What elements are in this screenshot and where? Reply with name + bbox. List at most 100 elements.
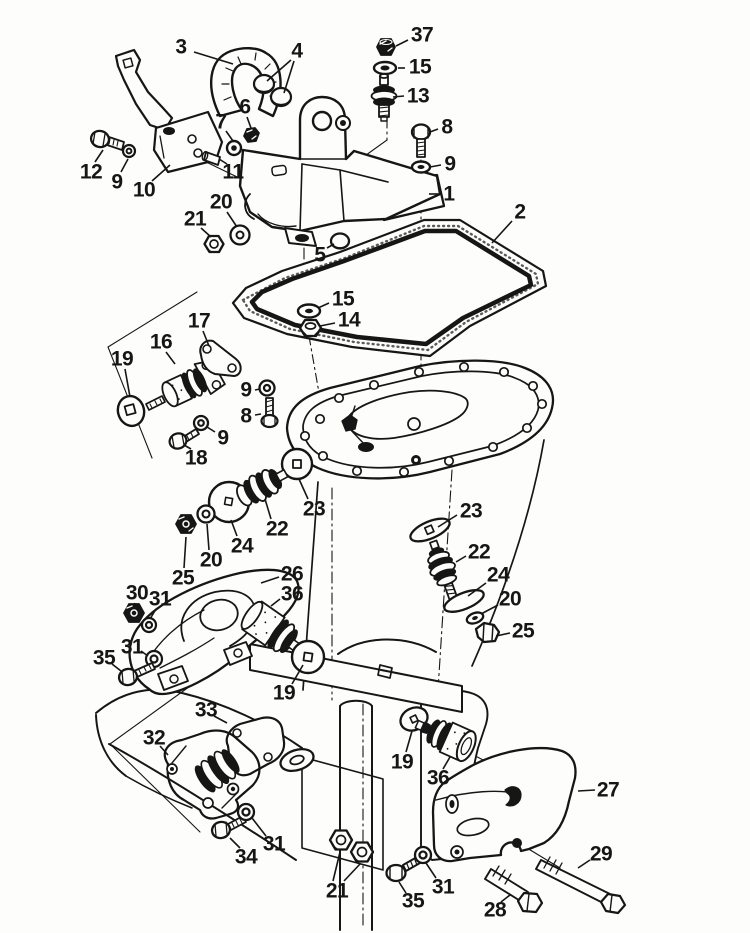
- part-17-gasket: [199, 339, 242, 377]
- part-6-nut: [243, 127, 260, 143]
- part-20-washer-top: [229, 224, 251, 246]
- callout-leader-2: [491, 220, 513, 244]
- callout-18: 18: [185, 447, 208, 470]
- callout-leader-31: [149, 608, 157, 620]
- part-25-nut-left: [175, 514, 197, 534]
- callout-leader-21: [332, 851, 341, 882]
- part-31-washer-right: [413, 845, 433, 865]
- callout-leader-9: [254, 388, 261, 391]
- callout-leader-25: [495, 632, 511, 637]
- callout-leader-19: [124, 368, 131, 398]
- part-23-washer-left: [280, 447, 314, 481]
- part-35-bolt-right: [385, 856, 421, 883]
- callout-1: 1: [443, 183, 455, 206]
- callout-13: 13: [407, 85, 429, 108]
- callout-31: 31: [263, 833, 286, 856]
- part-28-bolt: [484, 865, 544, 914]
- callout-36: 36: [427, 767, 449, 790]
- callout-leader-4: [283, 60, 295, 94]
- callout-35: 35: [402, 890, 425, 913]
- callout-leader-9: [206, 426, 216, 433]
- part-26-mount-bracket: [128, 568, 300, 696]
- callout-leader-31: [140, 650, 149, 657]
- callout-leader-13: [392, 95, 405, 98]
- callout-31: 31: [149, 588, 172, 611]
- callout-37: 37: [411, 24, 433, 47]
- callout-2: 2: [514, 201, 525, 224]
- callout-16: 16: [150, 331, 172, 354]
- callout-9: 9: [111, 171, 122, 194]
- part-31-washer-a: [140, 616, 158, 634]
- callout-leader-26: [260, 576, 280, 584]
- part-35-bolt-left: [117, 662, 156, 687]
- part-5-bushing: [329, 232, 351, 250]
- callout-34: 34: [235, 846, 258, 869]
- callout-3: 3: [175, 36, 186, 59]
- callout-6: 6: [239, 96, 250, 119]
- callout-leader-22: [264, 498, 272, 520]
- part-2-gasket: [231, 218, 548, 358]
- callout-leader-30: [132, 602, 136, 610]
- callout-leader-17: [202, 330, 210, 347]
- callout-leader-31: [251, 817, 267, 837]
- callout-leader-32: [159, 745, 169, 756]
- part-20-washer-left: [196, 504, 216, 524]
- part-4-bushings: [252, 73, 293, 108]
- callout-19: 19: [111, 348, 133, 371]
- callout-26: 26: [281, 563, 303, 586]
- part-36-mount-right: [414, 719, 477, 763]
- callout-leader-35: [111, 663, 122, 672]
- callout-leader-8: [254, 413, 262, 416]
- callout-leader-7: [225, 130, 234, 142]
- callout-17: 17: [188, 310, 210, 333]
- part-21-nuts: [328, 829, 375, 863]
- callout-leader-28: [500, 894, 511, 903]
- callout-24: 24: [231, 535, 254, 558]
- callout-leader-22: [455, 555, 467, 563]
- callout-leader-23: [437, 514, 458, 528]
- callout-21: 21: [184, 208, 207, 231]
- callout-11: 11: [222, 161, 244, 184]
- callout-leader-23: [298, 478, 309, 500]
- part-32-clamp-mount: [163, 729, 261, 820]
- callout-8: 8: [240, 405, 252, 428]
- callout-27: 27: [597, 779, 619, 802]
- callout-30: 30: [126, 582, 148, 605]
- callout-9: 9: [217, 427, 228, 450]
- callout-leader-33: [213, 715, 228, 724]
- callout-24: 24: [487, 564, 510, 587]
- callout-23: 23: [303, 498, 325, 521]
- callout-leader-36: [270, 598, 281, 607]
- callout-leader-9: [120, 158, 129, 173]
- callout-leader-20: [480, 604, 499, 615]
- part-37-nut: [376, 38, 396, 56]
- callout-leader-24: [230, 519, 238, 537]
- part-33-gasket: [225, 716, 286, 777]
- callout-leader-35: [398, 881, 407, 894]
- part-21-nut-top: [203, 234, 225, 254]
- part-27-cover: [431, 747, 577, 863]
- callout-33: 33: [195, 699, 217, 722]
- callout-23: 23: [460, 500, 482, 523]
- callout-22: 22: [468, 541, 490, 564]
- callout-9: 9: [240, 379, 251, 402]
- callout-15: 15: [332, 288, 355, 311]
- callout-leader-15: [317, 302, 330, 309]
- callout-leader-9: [429, 164, 442, 168]
- callout-20: 20: [210, 191, 232, 214]
- callout-leader-16: [165, 351, 176, 365]
- part-9-washer-top: [410, 160, 432, 174]
- part-30-nut: [123, 603, 145, 623]
- callout-21: 21: [326, 880, 349, 903]
- part-15-washer-top: [372, 60, 398, 76]
- callout-31: 31: [432, 876, 455, 899]
- callout-19: 19: [273, 682, 295, 705]
- callout-leader-29: [577, 859, 591, 869]
- callout-9: 9: [444, 153, 455, 176]
- callout-7: 7: [215, 111, 226, 134]
- callout-35: 35: [93, 647, 116, 670]
- part-15-washer: [296, 303, 322, 319]
- part-23-washer-right: [409, 517, 451, 543]
- callout-leader-37: [395, 39, 409, 47]
